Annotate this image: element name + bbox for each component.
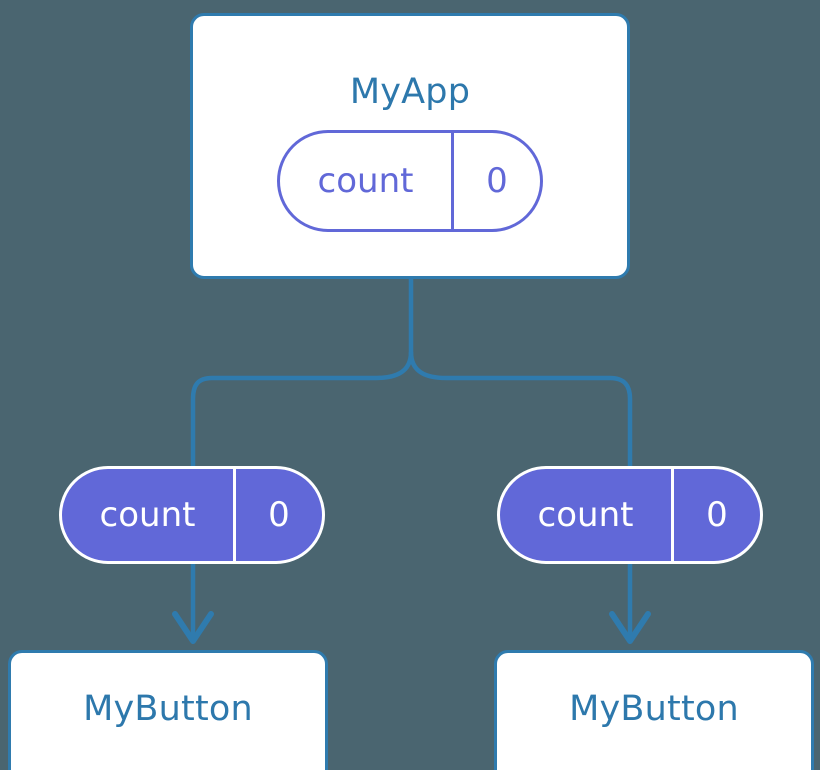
state-key-label: count <box>500 469 674 561</box>
state-pill-myapp[interactable]: count 0 <box>277 130 543 232</box>
component-card-mybutton-right[interactable]: MyButton <box>494 650 814 770</box>
arrow-head-right-icon <box>609 611 651 644</box>
component-card-mybutton-left[interactable]: MyButton <box>8 650 328 770</box>
state-key-label: count <box>280 133 454 229</box>
component-name-mybutton: MyButton <box>83 689 253 729</box>
state-pill-child-right[interactable]: count 0 <box>497 466 763 564</box>
state-value-label: 0 <box>268 495 290 535</box>
state-value-label: 0 <box>486 161 508 201</box>
arrow-head-left-icon <box>172 611 214 644</box>
state-key-label: count <box>62 469 236 561</box>
state-value-label: 0 <box>706 495 728 535</box>
connector-fork-right <box>408 351 633 468</box>
component-name-mybutton: MyButton <box>569 689 739 729</box>
state-pill-child-left[interactable]: count 0 <box>59 466 325 564</box>
component-name-myapp: MyApp <box>349 72 471 112</box>
connector-fork-left <box>190 351 414 468</box>
